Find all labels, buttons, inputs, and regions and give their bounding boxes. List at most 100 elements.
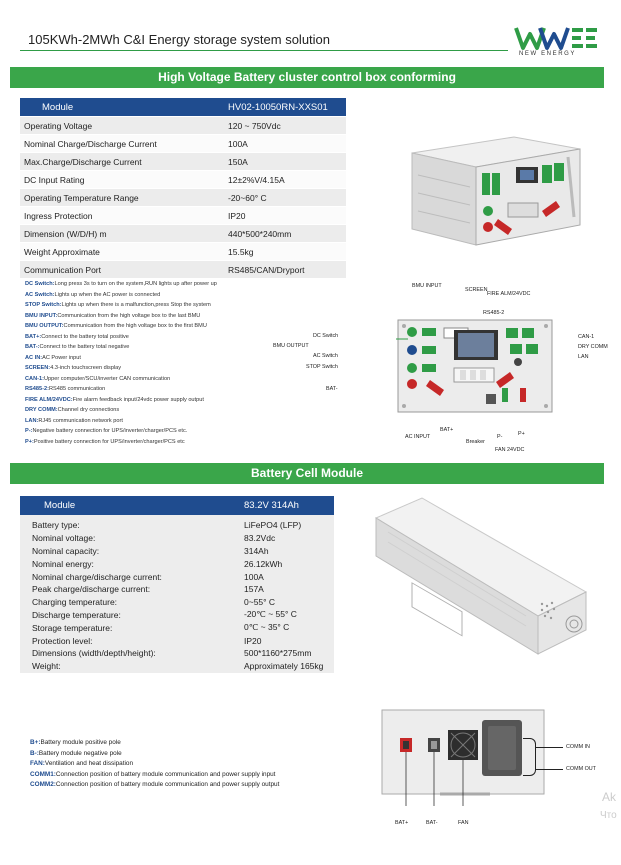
spec-label: Weight Approximate <box>20 242 224 261</box>
spec-value: Approximately 165kg <box>240 659 334 673</box>
table-header-cell: Module <box>20 496 240 515</box>
legend-key: BMU OUTPUT: <box>25 323 64 329</box>
legend-key: DRY COMM: <box>25 407 58 413</box>
callout-line <box>535 769 563 770</box>
spec-label: DC Input Rating <box>20 170 224 189</box>
legend-key: RS485-2: <box>25 386 49 392</box>
table-header-cell: HV02-10050RN-XXS01 <box>224 98 346 117</box>
legend-text: Connection position of battery module co… <box>55 781 280 788</box>
legend-text: Channel dry connections <box>57 407 120 413</box>
legend-key: B+: <box>30 739 41 746</box>
legend-text: 4.3-inch touchscreen display <box>50 365 122 371</box>
spec-value: -20℃ ~ 55° C <box>240 608 334 622</box>
control-box-spec-table: Module HV02-10050RN-XXS01 Operating Volt… <box>20 98 346 279</box>
spec-value: IP20 <box>224 206 346 225</box>
spec-label: Nominal charge/discharge current: <box>20 570 240 583</box>
spec-label: Operating Temperature Range <box>20 188 224 207</box>
spec-value: 500*1160*275mm <box>240 646 334 660</box>
table-row: Nominal energy:26.12kWh <box>20 557 334 571</box>
callout-screen: SCREEN <box>465 287 488 293</box>
table-row: Protection level:IP20 <box>20 634 334 647</box>
callout-p-minus: P- <box>497 434 503 440</box>
callout-bat-minus: BAT- <box>326 386 338 392</box>
legend-key: COMM2: <box>30 781 56 788</box>
legend-item: STOP Switch:Lights up when there is a ma… <box>25 300 217 311</box>
legend-item: RS485-2:RS485 communication <box>25 384 217 395</box>
legend-item: AC Switch:Lights up when the AC power is… <box>25 290 217 301</box>
table-row: Dimensions (width/depth/height):500*1160… <box>20 646 334 660</box>
legend-item: CAN-1:Upper computer/SCU/inverter CAN co… <box>25 374 217 385</box>
legend-key: FAN: <box>30 760 45 767</box>
table-row: Operating Temperature Range-20~60° C <box>20 188 346 207</box>
legend-key: BAT+: <box>25 333 42 340</box>
legend-key: AC IN: <box>25 354 43 361</box>
callout-bmu-output: BMU OUTPUT <box>273 343 309 349</box>
legend-text: Positive battery connection for UPS/inve… <box>33 438 185 445</box>
spec-label: Nominal capacity: <box>20 544 240 558</box>
legend-item: COMM2:Connection position of battery mod… <box>30 780 279 791</box>
control-box-legend: DC Switch:Long press 3s to turn on the s… <box>25 279 217 447</box>
legend-text: Battery module positive pole <box>40 739 121 746</box>
battery-module-illustration <box>374 497 588 655</box>
spec-value: IP20 <box>240 634 334 647</box>
table-header-cell: 83.2V 314Ah <box>240 496 334 515</box>
callout-comm-out: COMM OUT <box>566 766 596 772</box>
brand-logo-icon <box>514 27 597 50</box>
legend-key: CAN-1: <box>25 375 44 382</box>
legend-item: P-:Negative battery connection for UPS/i… <box>25 426 217 437</box>
spec-value: 26.12kWh <box>240 557 334 571</box>
callout-dry-comm: DRY COMM <box>578 344 608 350</box>
section-banner-battery-module: Battery Cell Module <box>10 463 604 484</box>
spec-value: 100A <box>224 134 346 153</box>
control-box-front-panel-diagram <box>396 319 553 413</box>
callout-bat-minus: BAT- <box>426 820 438 826</box>
legend-item: BAT-:Connect to the battery total negati… <box>25 342 217 353</box>
legend-item: AC IN:AC Power input <box>25 353 217 364</box>
legend-key: COMM1: <box>30 770 56 778</box>
legend-key: BAT-: <box>25 344 40 350</box>
battery-module-spec-table: Module 83.2V 314Ah Battery type:LiFePO4 … <box>20 496 334 673</box>
legend-key: DC Switch: <box>25 281 55 287</box>
legend-key: FIRE ALM/24VDC: <box>25 396 73 403</box>
legend-item: BMU OUTPUT:Communication from the high v… <box>25 321 217 332</box>
spec-label: Dimensions (width/depth/height): <box>20 646 240 660</box>
table-row: Charging temperature:0~55° C <box>20 595 334 609</box>
document-title: 105KWh-2MWh C&I Energy storage system so… <box>28 32 331 47</box>
table-row: Discharge temperature:-20℃ ~ 55° C <box>20 608 334 622</box>
spec-value: 440*500*240mm <box>224 224 346 243</box>
callout-fan: FAN 24VDC <box>495 447 525 453</box>
legend-key: B-: <box>30 749 39 757</box>
legend-key: STOP Switch: <box>25 302 62 308</box>
legend-text: RJ45 communication network port <box>38 417 123 424</box>
table-spacer <box>20 515 334 519</box>
legend-item: B-:Battery module negative pole <box>30 749 279 760</box>
section-banner-control-box: High Voltage Battery cluster control box… <box>10 67 604 88</box>
spec-label: Weight: <box>20 659 240 673</box>
legend-text: Communication from the high voltage box … <box>63 323 207 329</box>
spec-label: Storage temperature: <box>20 621 240 635</box>
table-row: Weight:Approximately 165kg <box>20 659 334 673</box>
spec-value: 120 ~ 750Vdc <box>224 116 346 135</box>
callout-comm-in: COMM IN <box>566 744 590 750</box>
spec-value: 100A <box>240 570 334 583</box>
legend-item: BAT+:Connect to the battery total positi… <box>25 332 217 343</box>
legend-key: AC Switch: <box>25 291 55 298</box>
table-row: Battery type:LiFePO4 (LFP) <box>20 519 334 532</box>
spec-label: Discharge temperature: <box>20 608 240 622</box>
legend-text: Fire alarm feedback input/24vdc power su… <box>72 396 204 403</box>
legend-key: SCREEN: <box>25 365 51 371</box>
battery-module-rear-panel-diagram <box>381 709 545 806</box>
table-row: Nominal capacity:314Ah <box>20 544 334 558</box>
spec-value: 150A <box>224 152 346 171</box>
legend-text: Ventilation and heat dissipation <box>44 760 134 767</box>
spec-label: Max.Charge/Discharge Current <box>20 152 224 171</box>
table-header-cell: Module <box>20 98 224 117</box>
callout-fire-alm: FIRE ALM/24VDC <box>487 291 531 297</box>
legend-item: B+:Battery module positive pole <box>30 738 279 749</box>
